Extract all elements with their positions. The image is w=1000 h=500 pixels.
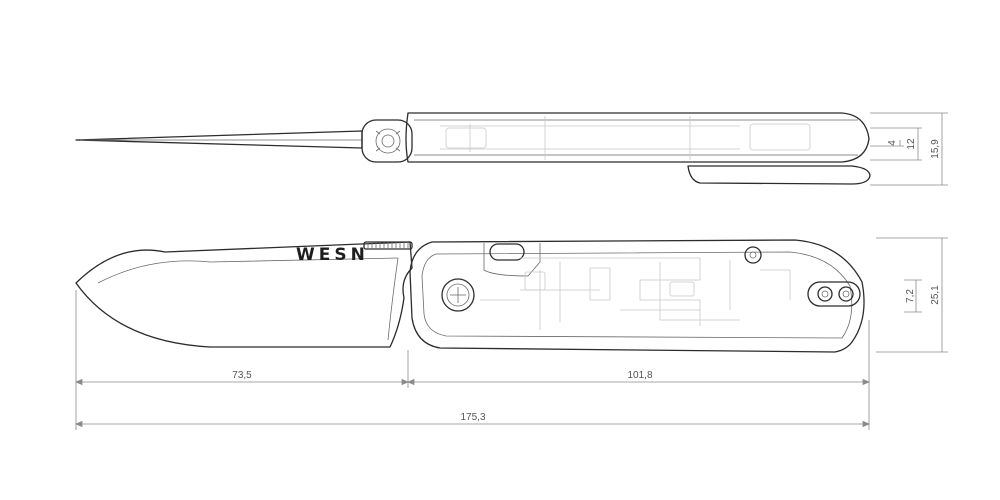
handle-liner-detail [480,257,791,330]
handle-screw-icon [744,246,762,264]
knife-top-view [75,112,871,185]
pivot-wheel-icon [361,119,413,163]
handle-outline [409,239,865,353]
dimension-lines [74,112,948,430]
knife-side-view: WESN [75,239,865,353]
dim-handle-thickness: 12 [906,138,917,150]
blade-top-profile [75,130,363,149]
dim-clip-offset: 4 [887,140,898,146]
clip-screws-icon [807,281,861,307]
dim-handle-length: 101,8 [627,370,652,381]
dim-overall-length: 175,3 [460,412,485,423]
handle-top-profile [405,112,870,163]
pivot-screw-icon [441,278,475,312]
dim-blade-length: 73,5 [232,370,252,381]
lock-slot [489,243,525,261]
dimension-labels: 73,5 101,8 175,3 4 12 15,9 7,2 25,1 [232,138,941,423]
dim-total-thickness: 15,9 [930,139,941,159]
thumb-stud-icon [363,241,413,250]
dim-handle-height: 25,1 [930,285,941,305]
pocket-clip [687,165,871,185]
brand-logo: WESN [296,245,369,265]
blade-grind-line [97,257,399,284]
blade-outline [75,241,413,348]
dim-pivot-span: 7,2 [905,289,916,303]
